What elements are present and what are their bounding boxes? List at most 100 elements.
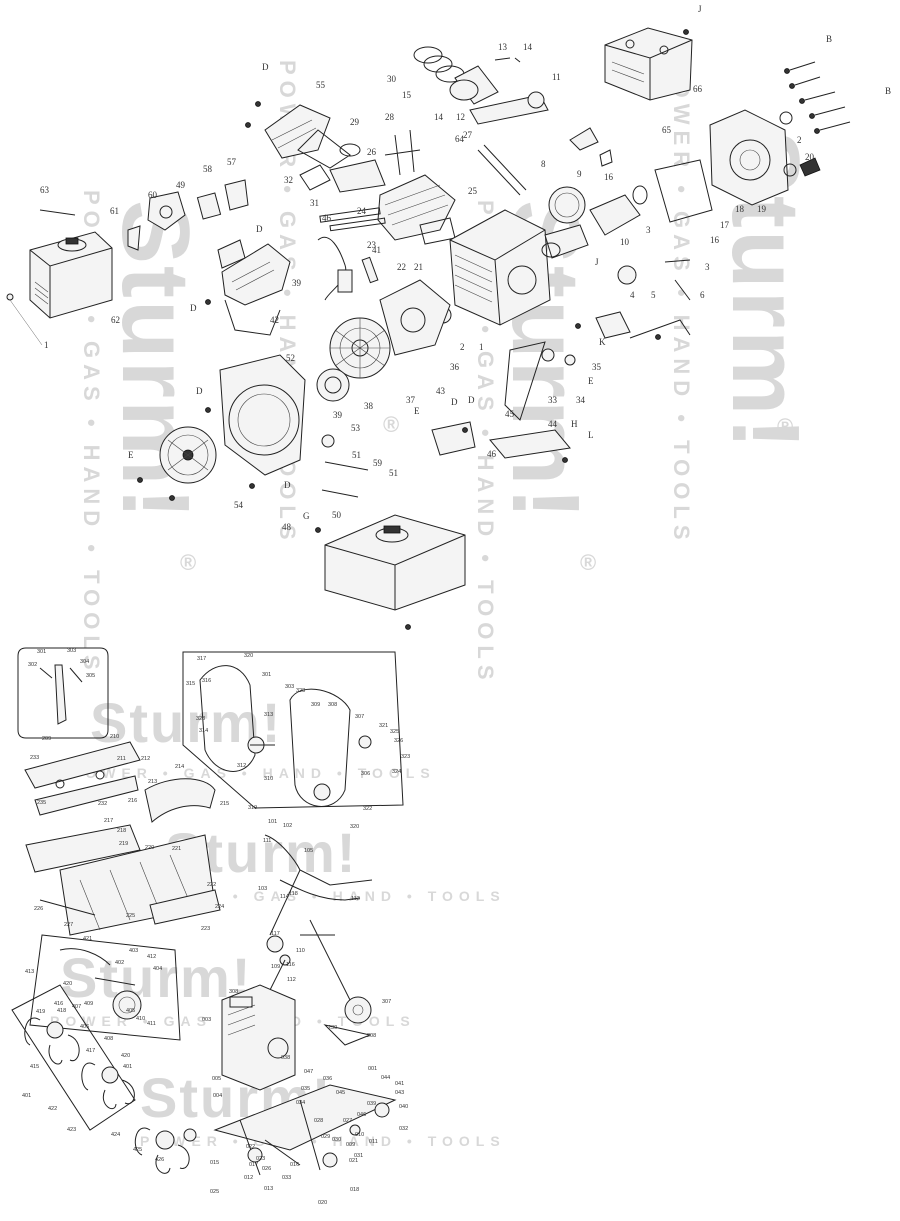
- tine-shaft-beam: [24, 741, 141, 816]
- callout-54: 54: [234, 500, 244, 510]
- callout-210: 210: [110, 734, 119, 740]
- callout-43: 43: [436, 386, 446, 396]
- callout-53: 53: [351, 423, 361, 433]
- callout-308: 308: [328, 702, 337, 708]
- callout-62: 62: [111, 315, 120, 325]
- callout-319: 319: [248, 805, 257, 811]
- callout-d: D: [190, 303, 197, 313]
- callout-040: 040: [399, 1104, 408, 1110]
- callout-h: H: [571, 419, 578, 429]
- callout-012: 012: [244, 1175, 253, 1181]
- crankcase-side-cover: [709, 109, 821, 206]
- callout-212: 212: [141, 756, 150, 762]
- callout-003: 003: [202, 1017, 211, 1023]
- callout-045: 045: [336, 1090, 345, 1096]
- callout-313: 313: [264, 712, 273, 718]
- chain-case-box: [182, 651, 404, 809]
- callout-005: 005: [212, 1076, 221, 1082]
- callout-208: 208: [367, 1033, 376, 1039]
- callout-235: 235: [37, 800, 46, 806]
- callout-325: 325: [390, 729, 399, 735]
- callout-031: 031: [354, 1153, 363, 1159]
- callout-d: D: [468, 395, 475, 405]
- callout-223: 223: [201, 926, 210, 932]
- callout-58: 58: [203, 164, 213, 174]
- callout-60: 60: [148, 190, 158, 200]
- air-filter-assembly: [6, 231, 113, 346]
- callout-101: 101: [268, 819, 277, 825]
- callout-406: 406: [80, 1024, 89, 1030]
- callout-419: 419: [36, 1009, 45, 1015]
- callout-310: 310: [264, 776, 273, 782]
- callout-109: 109: [271, 964, 280, 970]
- callout-209: 209: [42, 736, 51, 742]
- callout-44: 44: [548, 419, 558, 429]
- callout-22: 22: [397, 262, 406, 272]
- callout-422: 422: [48, 1106, 57, 1112]
- callout-66: 66: [693, 84, 703, 94]
- callout-24: 24: [357, 206, 367, 216]
- callout-328: 328: [296, 688, 305, 694]
- callout-35: 35: [592, 362, 602, 372]
- callout-21: 21: [414, 262, 423, 272]
- callout-5: 5: [651, 290, 656, 300]
- callout-216: 216: [128, 798, 137, 804]
- callout-12: 12: [456, 112, 465, 122]
- wheel-bracket-box: [29, 934, 181, 1041]
- callout-032: 032: [399, 1126, 408, 1132]
- callout-18: 18: [735, 204, 745, 214]
- callout-31: 31: [310, 198, 319, 208]
- valve-cover: [264, 104, 361, 169]
- callout-112: 112: [287, 977, 296, 983]
- callout-409: 409: [84, 1001, 93, 1007]
- callout-63: 63: [40, 185, 50, 195]
- callout-416: 416: [54, 1001, 63, 1007]
- callout-49: 49: [176, 180, 186, 190]
- piston-assembly: [413, 46, 549, 196]
- callout-301: 301: [262, 672, 271, 678]
- callout-413: 413: [25, 969, 34, 975]
- callout-028: 028: [314, 1118, 323, 1124]
- fender-assembly: [25, 824, 221, 936]
- callout-l: L: [588, 430, 594, 440]
- callout-b: B: [826, 34, 832, 44]
- callout-034: 034: [296, 1100, 305, 1106]
- callout-233: 233: [30, 755, 39, 761]
- callout-g: G: [303, 511, 310, 521]
- callout-411: 411: [147, 1021, 156, 1027]
- callout-217: 217: [104, 818, 113, 824]
- callout-010: 010: [355, 1132, 364, 1138]
- tiller-engine: [221, 984, 296, 1091]
- callout-105: 105: [304, 848, 313, 854]
- fuel-tank: [324, 514, 466, 630]
- callout-215: 215: [220, 801, 229, 807]
- engine-exploded-view: [6, 27, 851, 630]
- muffler-shield: [217, 239, 291, 336]
- callout-418: 418: [57, 1008, 66, 1014]
- callout-d: D: [256, 224, 263, 234]
- callout-46: 46: [487, 449, 497, 459]
- callout-423: 423: [67, 1127, 76, 1133]
- shield-cover: [144, 778, 216, 823]
- callout-219: 219: [119, 841, 128, 847]
- callout-64: 64: [455, 134, 465, 144]
- callout-020: 020: [318, 1200, 327, 1206]
- callout-013: 013: [264, 1186, 273, 1192]
- callout-420: 420: [121, 1053, 130, 1059]
- callout-117: 117: [271, 931, 280, 937]
- callout-16: 16: [604, 172, 614, 182]
- callout-42: 42: [270, 315, 279, 325]
- misc-engine-hardware: [137, 29, 689, 533]
- callout-232: 232: [98, 801, 107, 807]
- callout-36: 36: [450, 362, 460, 372]
- callout-14: 14: [523, 42, 533, 52]
- stator-plate: [379, 279, 451, 356]
- callout-307: 307: [355, 714, 364, 720]
- callout-227: 227: [64, 922, 73, 928]
- callout-52: 52: [286, 353, 295, 363]
- callout-10: 10: [620, 237, 630, 247]
- callout-404: 404: [153, 966, 162, 972]
- belt-pulley: [323, 996, 372, 1046]
- callout-401: 401: [22, 1093, 31, 1099]
- callout-405: 405: [126, 1008, 135, 1014]
